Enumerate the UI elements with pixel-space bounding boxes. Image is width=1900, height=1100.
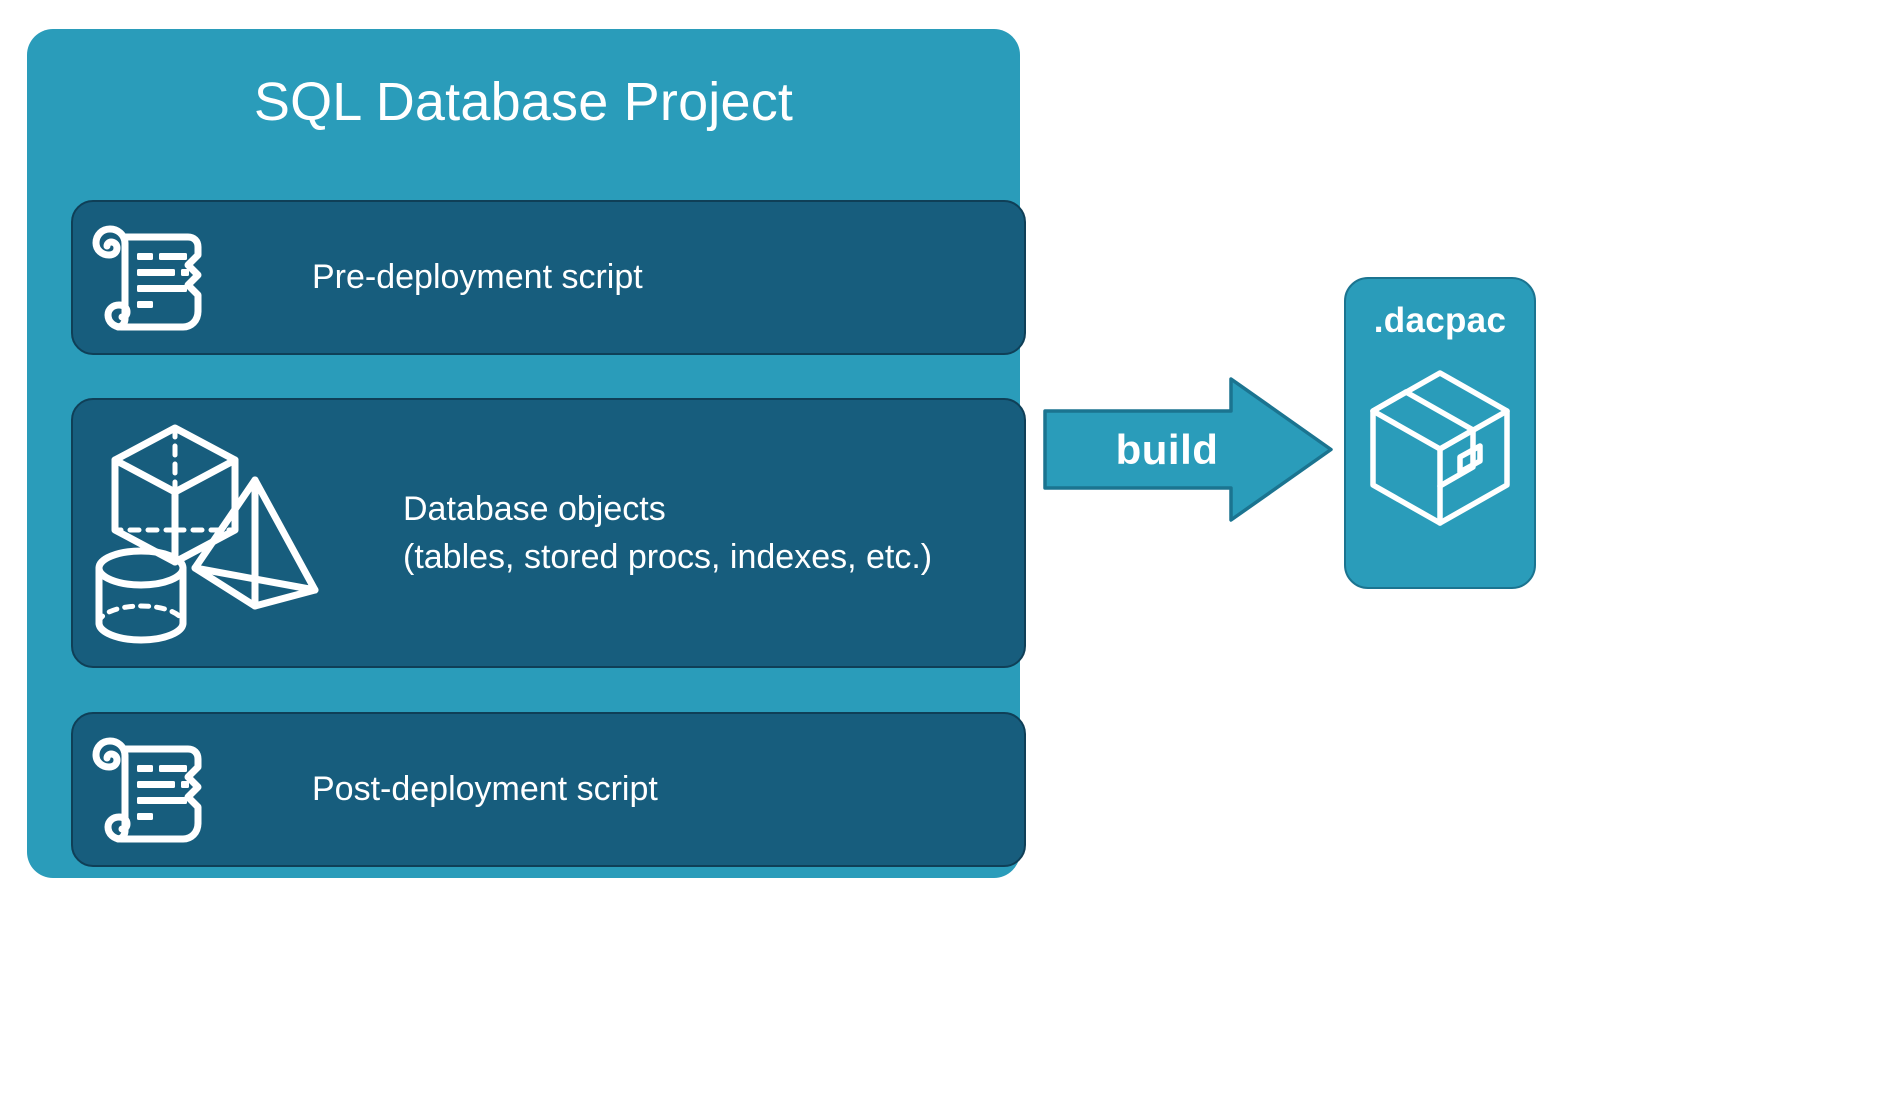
card-pre-deployment-text: Pre-deployment script xyxy=(312,202,643,353)
dacpac-label: .dacpac xyxy=(1373,301,1507,340)
dacpac-output-card[interactable]: .dacpac xyxy=(1344,277,1536,589)
card-post-deployment-text: Post-deployment script xyxy=(312,714,658,865)
sql-database-project-panel: SQL Database Project xyxy=(27,29,1026,878)
card-post-deployment-script[interactable]: Post-deployment script xyxy=(71,712,1026,867)
shapes-icon xyxy=(83,400,333,666)
card-database-objects-text: Database objects (tables, stored procs, … xyxy=(403,400,932,666)
card-post-deployment-line-1: Post-deployment script xyxy=(312,770,658,809)
build-arrow xyxy=(1043,377,1333,522)
card-database-objects-line-1: Database objects xyxy=(403,489,666,528)
card-database-objects[interactable]: Database objects (tables, stored procs, … xyxy=(71,398,1026,668)
scroll-icon xyxy=(91,202,209,353)
panel-title: SQL Database Project xyxy=(253,72,794,132)
card-pre-deployment-line-1: Pre-deployment script xyxy=(312,258,643,297)
package-box-icon xyxy=(1365,367,1515,529)
scroll-icon xyxy=(91,714,209,865)
card-database-objects-line-2: (tables, stored procs, indexes, etc.) xyxy=(403,538,933,576)
card-pre-deployment-script[interactable]: Pre-deployment script xyxy=(71,200,1026,355)
